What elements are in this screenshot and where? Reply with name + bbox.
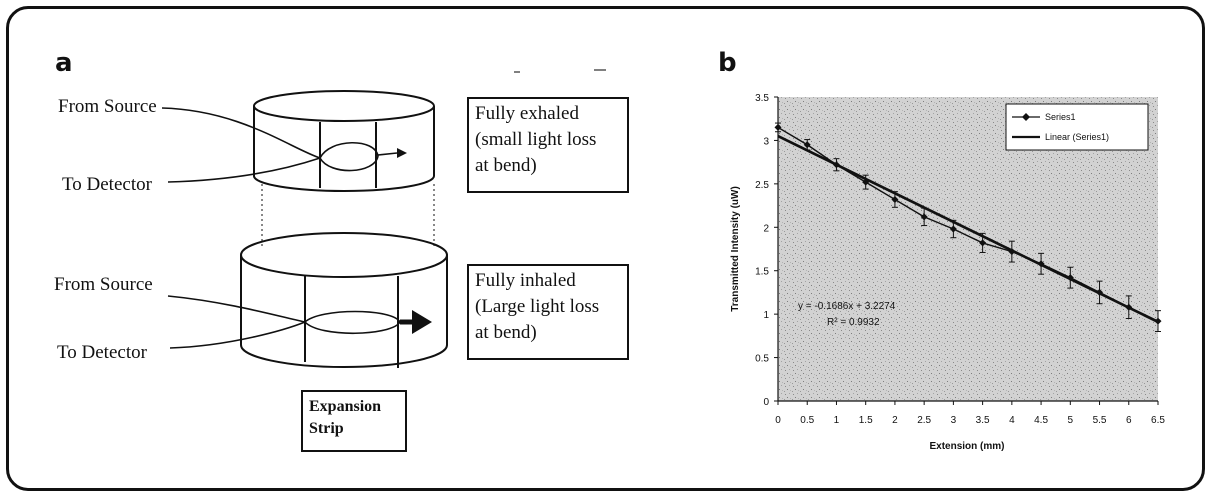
x-tick-label: 2 bbox=[892, 415, 898, 426]
top-to-detector-label: To Detector bbox=[62, 174, 152, 195]
y-tick-label: 0.5 bbox=[755, 354, 769, 365]
y-tick-label: 0 bbox=[763, 397, 769, 408]
series1-marker bbox=[891, 195, 899, 203]
x-axis-title: Extension (mm) bbox=[929, 441, 1004, 452]
series1-marker bbox=[920, 213, 928, 221]
expansion-strip-box: Expansion Strip bbox=[301, 390, 407, 452]
fully-exhaled-box: Fully exhaled (small light loss at bend) bbox=[467, 97, 629, 193]
x-tick-label: 4.5 bbox=[1034, 415, 1048, 426]
legend: Series1 Linear (Series1) bbox=[1005, 103, 1149, 151]
x-tick-label: 1.5 bbox=[859, 415, 873, 426]
bottom-from-source-label: From Source bbox=[54, 274, 153, 295]
x-tick-label: 5.5 bbox=[1093, 415, 1107, 426]
series1-marker bbox=[979, 239, 987, 247]
y-tick-label: 1 bbox=[763, 310, 769, 321]
x-tick-label: 4 bbox=[1009, 415, 1015, 426]
x-tick-label: 5 bbox=[1068, 415, 1074, 426]
legend-linear: Linear (Series1) bbox=[1045, 132, 1109, 142]
y-tick-label: 2.5 bbox=[755, 180, 769, 191]
exhaled-line-1: Fully exhaled bbox=[475, 103, 579, 124]
series1-marker bbox=[774, 123, 782, 131]
panel-a-label: a bbox=[55, 48, 73, 78]
bottom-to-detector-label: To Detector bbox=[57, 342, 147, 363]
trend-equation: y = -0.1686x + 3.2274 bbox=[798, 301, 896, 312]
strip-line-2: Strip bbox=[309, 420, 344, 437]
y-tick-label: 3.5 bbox=[755, 93, 769, 104]
y-axis-title: Transmitted Intensity (uW) bbox=[730, 186, 741, 312]
series1-marker bbox=[949, 225, 957, 233]
x-tick-label: 2.5 bbox=[917, 415, 931, 426]
inhaled-line-1: Fully inhaled bbox=[475, 270, 576, 291]
inhaled-line-2: (Large light loss bbox=[475, 296, 600, 317]
x-tick-label: 0.5 bbox=[800, 415, 814, 426]
exhaled-line-3: at bend) bbox=[475, 155, 537, 176]
x-tick-label: 6 bbox=[1126, 415, 1132, 426]
x-tick-label: 3.5 bbox=[976, 415, 990, 426]
x-tick-label: 0 bbox=[775, 415, 781, 426]
trendline bbox=[777, 134, 1159, 324]
y-tick-label: 1.5 bbox=[755, 267, 769, 278]
legend-series1: Series1 bbox=[1045, 112, 1076, 122]
x-tick-label: 1 bbox=[834, 415, 840, 426]
panel-b-label: b bbox=[718, 48, 737, 78]
x-tick-label: 6.5 bbox=[1151, 415, 1165, 426]
x-tick-label: 3 bbox=[951, 415, 957, 426]
r-squared: R² = 0.9932 bbox=[827, 317, 880, 328]
exhaled-line-2: (small light loss bbox=[475, 129, 597, 150]
fully-inhaled-box: Fully inhaled (Large light loss at bend) bbox=[467, 264, 629, 360]
top-from-source-label: From Source bbox=[58, 96, 157, 117]
y-tick-label: 2 bbox=[763, 223, 769, 234]
series1-marker bbox=[803, 141, 811, 149]
y-tick-label: 3 bbox=[763, 136, 769, 147]
strip-line-1: Expansion bbox=[309, 398, 382, 415]
inhaled-line-3: at bend) bbox=[475, 322, 537, 343]
